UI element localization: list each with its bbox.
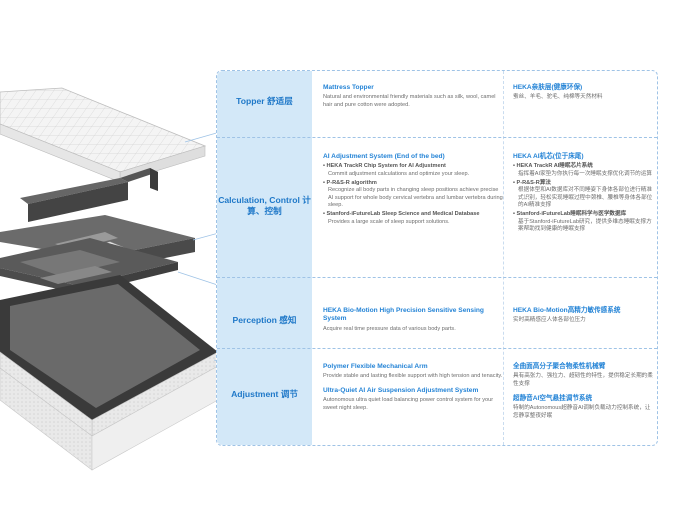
- row-divider: [217, 137, 657, 138]
- cell-title: 超静音AI空气悬挂调节系统: [513, 394, 593, 402]
- column-divider: [503, 71, 504, 445]
- cell-title: Ultra-Quiet AI Air Suspension Adjustment…: [323, 387, 479, 394]
- row-divider: [217, 277, 657, 278]
- cell-title: HEKA亲肤层(健康环保): [513, 84, 583, 91]
- calculation-en-cell: AI Adjustment System (End of the bed) • H…: [323, 153, 503, 227]
- cell-desc: Commit adjustment calculations and optim…: [328, 171, 470, 177]
- cell-sub: • Stanford-iFutureLab睡眠科学与医学数据库: [513, 210, 627, 217]
- topper-zh-cell: HEKA亲肤层(健康环保) 蚕丝、羊毛、驼毛、纯棉等天然材料: [513, 84, 653, 103]
- cell-desc: 特制的Autonomous超静音AI调制负载动力控制系统，让您静享整夜好眠: [513, 405, 651, 419]
- cell-desc: Natural and environmental friendly mater…: [323, 94, 496, 108]
- category-column: [217, 71, 312, 445]
- cell-title: HEKA Bio-Motion High Precision Sensitive…: [323, 307, 484, 323]
- cell-desc: Acquire real time pressure data of vario…: [323, 325, 456, 332]
- cell-desc: 蚕丝、羊毛、驼毛、纯棉等天然材料: [513, 94, 603, 101]
- cell-desc: Provides a large scale of sleep support …: [328, 218, 450, 225]
- cell-sub: • HEKA TrackR Chip System for AI Adjustm…: [323, 163, 446, 170]
- perception-en-cell: HEKA Bio-Motion High Precision Sensitive…: [323, 307, 503, 334]
- cell-desc: 根据体型和AI数据库对不同睡姿下身体各部位进行精准式识别，轻松实现睡眠过程中颈椎…: [518, 187, 653, 209]
- cell-sub: • P-R&S-R算法: [513, 179, 552, 186]
- cell-desc: 基于Stanford-iFutureLab研究，提供多维态睡眠支撑方案帮助找到健…: [518, 218, 652, 233]
- cell-desc: 实时高精感应人体各部位压力: [513, 317, 586, 324]
- cell-desc: 指挥着AI家垫为你执行每一次睡眠支撑优化调节的运算: [518, 171, 652, 177]
- row-label-topper: Topper 舒适层: [236, 96, 293, 106]
- calculation-zh-cell: HEKA AI机芯(位于床尾) • HEKA TrackR AI睡眠芯片系统指挥着…: [513, 153, 653, 235]
- cell-desc: Autonomous ultra quiet load balancing po…: [323, 397, 494, 411]
- row-label-adjustment: Adjustment 调节: [231, 389, 298, 399]
- cell-desc: Recognize all body parts in changing sle…: [328, 187, 503, 209]
- cell-title: HEKA AI机芯(位于床尾): [513, 153, 584, 160]
- base-frame: [0, 275, 219, 471]
- adjustment-zh-cell: 全曲面高分子聚合物柔性机械臂具有高张力、强拉力、超韧性的特性，提供稳定长期的柔性…: [513, 363, 653, 421]
- cell-title: Mattress Topper: [323, 84, 374, 91]
- row-label-calculation: Calculation, Control 计算、控制: [218, 195, 311, 216]
- control-bar-top: [20, 168, 158, 222]
- cell-sub: • HEKA TrackR AI睡眠芯片系统: [513, 163, 593, 170]
- cell-sub: • Stanford-iFutureLab Sleep Science and …: [323, 210, 480, 217]
- cell-desc: 具有高张力、强拉力、超韧性的特性，提供稳定长期的柔性支撑: [513, 373, 653, 387]
- row-label-perception: Perception 感知: [232, 315, 297, 325]
- cell-sub: • P-R&S-R algorithm: [323, 179, 377, 186]
- cell-title: AI Adjustment System (End of the bed): [323, 153, 445, 160]
- cell-title: Polymer Flexible Mechanical Arm: [323, 363, 428, 370]
- cell-desc: Provide stable and lasting flexible supp…: [323, 373, 503, 380]
- cell-title: HEKA Bio-Motion高精力敏传感系统: [513, 307, 621, 314]
- row-divider: [217, 348, 657, 349]
- topper-layer: [0, 87, 207, 183]
- cell-title: 全曲面高分子聚合物柔性机械臂: [513, 363, 606, 370]
- perception-zh-cell: HEKA Bio-Motion高精力敏传感系统实时高精感应人体各部位压力: [513, 307, 653, 326]
